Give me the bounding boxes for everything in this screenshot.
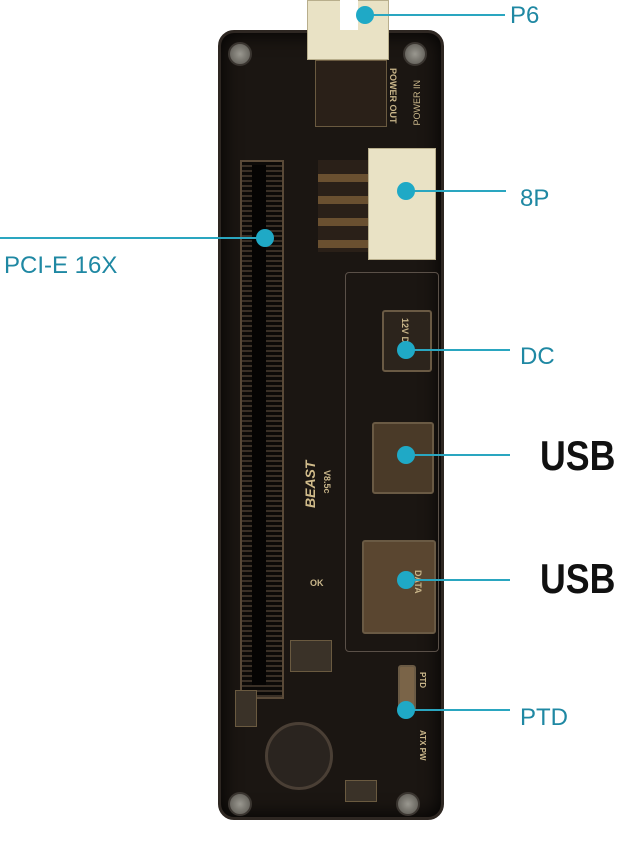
inductor <box>265 722 333 790</box>
silk-power-out: POWER OUT <box>388 68 398 124</box>
usb2-callout-line <box>406 579 510 581</box>
pcie-callout-line <box>0 237 265 239</box>
8p-pins <box>318 160 368 252</box>
dc-callout-dot <box>397 341 415 359</box>
screw-icon <box>228 42 252 66</box>
p6-callout-line <box>365 14 505 16</box>
screw-icon <box>228 792 252 816</box>
usb2-callout-dot <box>397 571 415 589</box>
chip <box>235 690 257 727</box>
silk-ptd: PTD <box>418 672 427 688</box>
ptd-label: PTD <box>520 704 568 731</box>
silk-data: DATA <box>413 570 423 594</box>
connector-notch <box>340 0 358 30</box>
usb1-label: USB <box>540 432 616 479</box>
pcie-slot-opening <box>252 165 266 685</box>
8p-label: 8P <box>520 185 550 212</box>
pcie-callout-dot <box>256 229 274 247</box>
dc-jack <box>382 310 432 372</box>
ptd-callout-dot <box>397 701 415 719</box>
silk-version: V8.5c <box>322 470 332 494</box>
8p-callout-dot <box>397 182 415 200</box>
p6-label: P6 <box>510 2 540 29</box>
chip <box>345 780 377 802</box>
8p-connector <box>368 148 436 260</box>
p6-pins <box>315 60 387 127</box>
ptd-callout-line <box>406 709 510 711</box>
screw-icon <box>403 42 427 66</box>
usb1-callout-dot <box>397 446 415 464</box>
usb-port-2 <box>362 540 436 634</box>
screw-icon <box>396 792 420 816</box>
silk-power-in: POWER IN <box>412 80 422 126</box>
silk-brand: BEAST <box>302 460 318 508</box>
dc-callout-line <box>406 349 510 351</box>
usb2-label: USB <box>540 555 616 602</box>
usb1-callout-line <box>406 454 510 456</box>
p6-callout-dot <box>356 6 374 24</box>
silk-ok: OK <box>310 578 324 588</box>
silk-atx: ATX PW <box>418 730 427 761</box>
pcie-label: PCI-E 16X <box>4 252 118 279</box>
dc-label: DC <box>520 343 555 370</box>
port-bay <box>345 272 439 652</box>
silk-12v-dc: 12V DC <box>400 318 410 350</box>
chip <box>290 640 332 672</box>
8p-callout-line <box>406 190 506 192</box>
